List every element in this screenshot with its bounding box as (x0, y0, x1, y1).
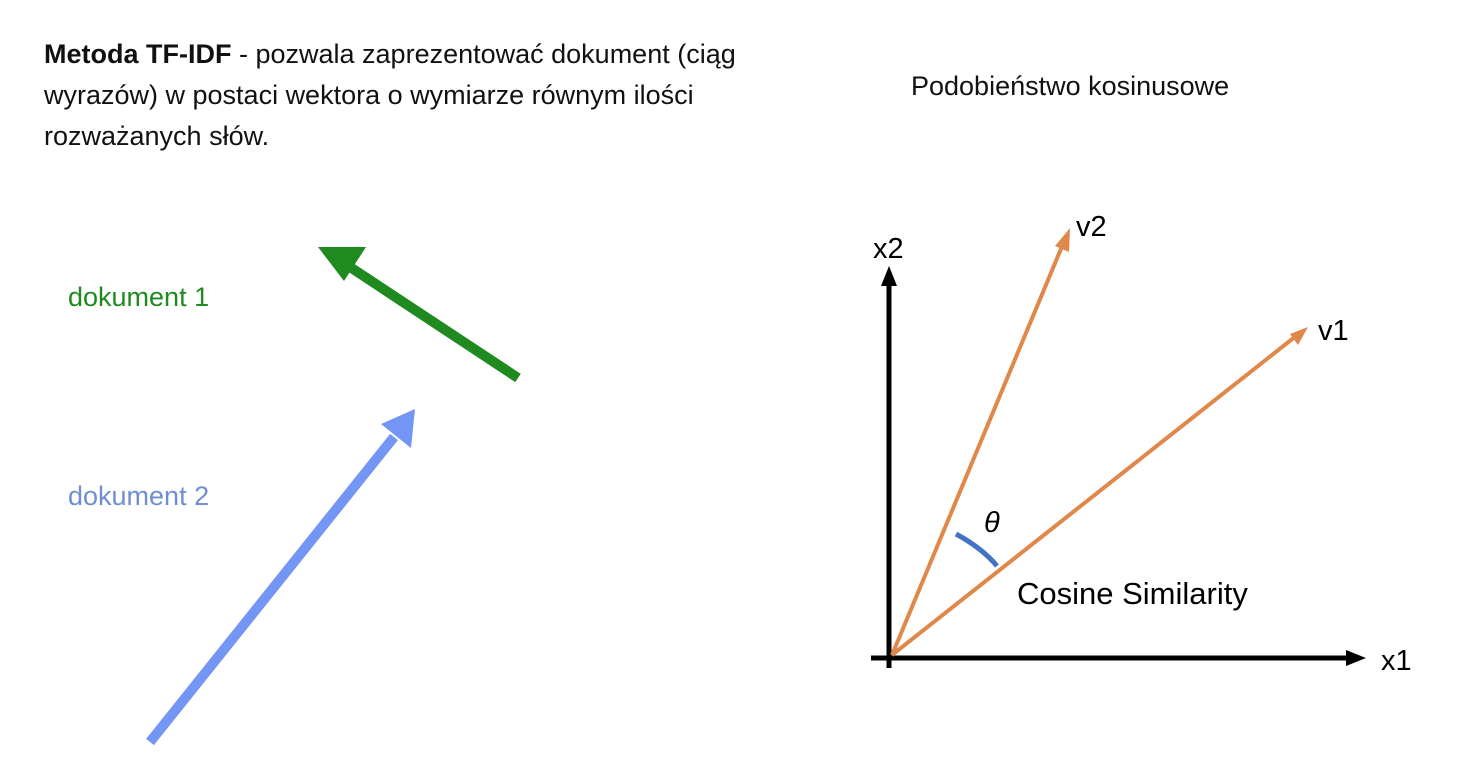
vector-v2-label: v2 (1076, 211, 1107, 243)
theta-symbol: θ (984, 507, 1000, 539)
document-1-label: dokument 1 (68, 282, 210, 312)
angle-arc (954, 531, 999, 568)
y-axis (881, 266, 897, 668)
vector-v1-label: v1 (1318, 315, 1349, 347)
y-axis-label: x2 (873, 233, 904, 265)
cosine-similarity-heading: Podobieństwo kosinusowe (911, 71, 1230, 101)
x-axis-label: x1 (1381, 645, 1412, 677)
document-1-vector (318, 247, 521, 383)
x-axis (871, 650, 1366, 666)
vector-v2 (890, 228, 1070, 656)
cosine-similarity-caption: Cosine Similarity (1017, 576, 1248, 611)
document-2-vector (146, 409, 415, 746)
method-name: Metoda TF-IDF (44, 39, 232, 69)
method-description: - pozwala zaprezentować dokument (ciąg w… (44, 39, 736, 151)
document-2-label: dokument 2 (68, 481, 210, 511)
intro-text: Metoda TF-IDF - pozwala zaprezentować do… (44, 34, 764, 157)
vector-v1 (890, 327, 1308, 657)
